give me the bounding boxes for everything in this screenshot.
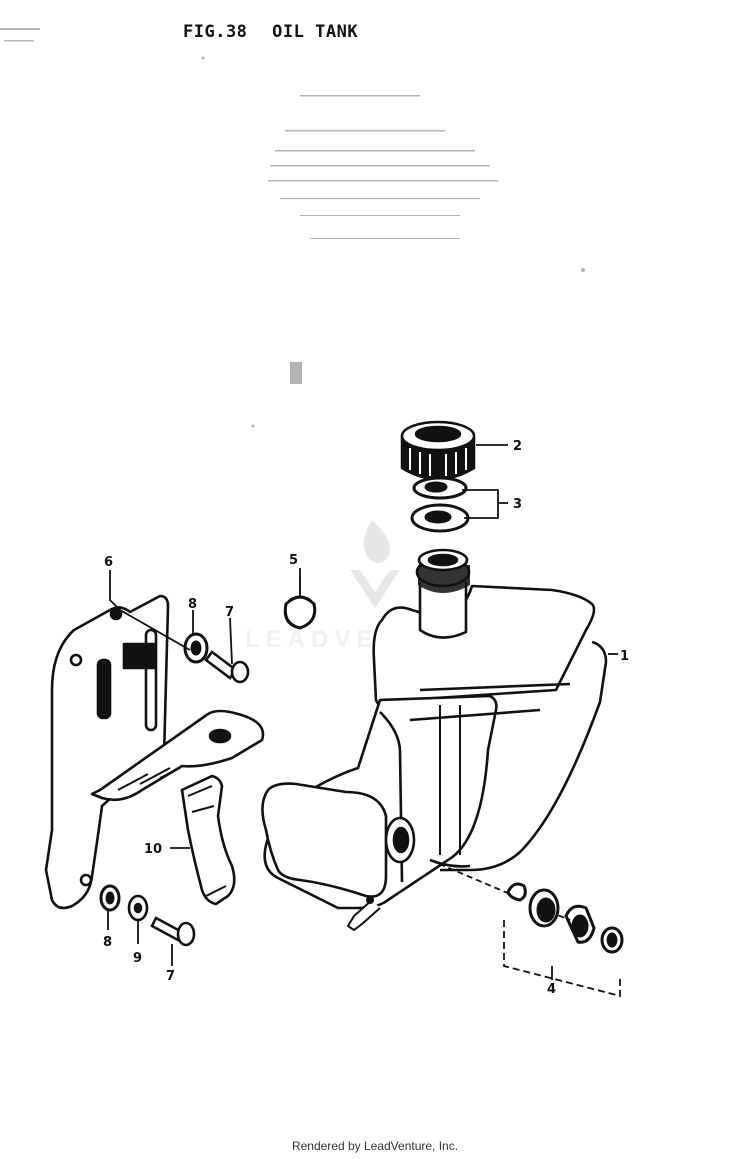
- callout-2: 2: [513, 439, 522, 454]
- callout-6: 6: [104, 555, 113, 570]
- washer-8-upper: [183, 632, 209, 664]
- callout-3: 3: [513, 497, 522, 512]
- figure-number: FIG.38: [183, 22, 248, 42]
- callout-1: 1: [620, 649, 629, 664]
- scan-noise: [0, 28, 585, 428]
- leader-lines: [107, 444, 621, 998]
- callout-8-lower: 8: [103, 935, 112, 950]
- footer-credit: Rendered by LeadVenture, Inc.: [291, 1139, 459, 1153]
- washer-9-lower: [127, 894, 149, 922]
- callout-7-upper: 7: [225, 605, 234, 620]
- bolt-7-lower: [150, 916, 196, 947]
- callout-7-lower: 7: [166, 969, 175, 984]
- oil-tank-cap: [400, 420, 476, 481]
- rubber-strap: [180, 774, 236, 906]
- cap-gaskets: [410, 476, 470, 533]
- washer-8-lower: [99, 884, 121, 912]
- tank-bracket: [44, 594, 265, 910]
- bolt-7-upper: [204, 650, 250, 684]
- callout-10: 10: [144, 842, 162, 857]
- outlet-fitting-kit: [506, 882, 624, 954]
- figure-title: FIG.38 OIL TANK: [183, 22, 372, 42]
- callout-5: 5: [289, 553, 298, 568]
- oil-tank: [261, 548, 608, 931]
- callout-9: 9: [133, 951, 142, 966]
- figure-name: OIL TANK: [272, 22, 359, 42]
- callout-8-upper: 8: [188, 597, 197, 612]
- callout-4: 4: [547, 982, 556, 997]
